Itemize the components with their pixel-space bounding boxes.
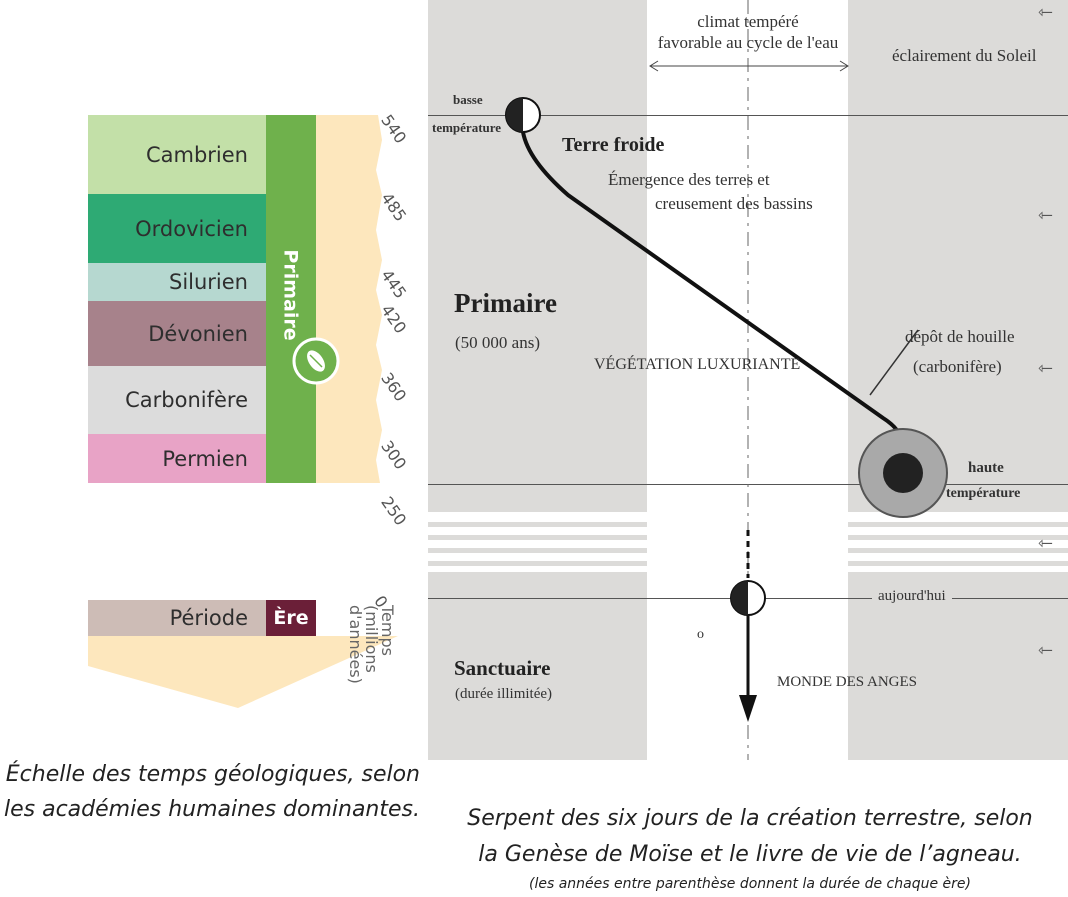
haute-label-2: température [946,486,1021,502]
basse-label-1: basse [453,92,483,107]
time-band [316,115,382,483]
primaire-title: Primaire [454,288,557,318]
period-devonien: Dévonien [88,301,266,366]
line-top [428,115,1068,116]
stripe [428,548,647,553]
period-silurien: Silurien [88,263,266,301]
period-label: Permien [162,446,248,471]
stripe [848,535,1068,540]
caption-right-2: la Genèse de Moïse et le livre de vie de… [478,842,1022,867]
era-label-text: Primaire [280,249,303,341]
legend-ere: Ère [266,600,316,636]
era-bar-primaire [266,115,316,483]
arrow-left-icon: ⇽ [1038,2,1054,23]
vegetation-label: VÉGÉTATION LUXURIANTE [594,356,801,373]
gray-column-left-lower [428,572,647,760]
diagram-drawing [505,0,948,760]
depot-label-2: (carbonifère) [913,357,1002,376]
climate-label-2: favorable au cycle de l'eau [657,33,839,52]
period-label: Silurien [168,270,248,294]
legend-ere-text: Ère [273,607,309,629]
stripe [428,561,647,566]
small-o: o [697,627,704,642]
caption-left-1: Échelle des temps géologiques, selon [5,762,420,787]
period-label: Cambrien [145,142,248,167]
eclairement-label: éclairement du Soleil [892,46,1037,65]
legend-band [88,636,398,708]
emergence-label-1: Émergence des terres et [608,170,770,189]
gray-column-right [848,0,1068,512]
era-label: Primaire [268,240,314,350]
stripe [428,535,647,540]
stripe [848,522,1068,527]
legend-temps-text: Temps (millions d'années) [346,605,397,684]
gray-column-left [428,0,647,512]
aujourdhui-label: aujourd'hui [872,588,952,605]
emergence-label-2: creusement des bassins [655,194,813,213]
climate-label-1: climat tempéré [697,12,799,31]
period-ordovicien: Ordovicien [88,194,266,263]
basse-label-2: température [432,120,502,135]
sanctuaire-title: Sanctuaire [454,656,551,680]
trilobite-icon [292,337,340,385]
arrow-left-icon: ⇽ [1038,640,1054,661]
sanctuaire-duration: (durée illimitée) [455,686,553,702]
period-permien: Permien [88,434,266,483]
period-cambrien: Cambrien [88,115,266,194]
depot-label-1: dépôt de houille [905,327,1015,346]
stripe [848,548,1068,553]
period-label: Dévonien [148,321,248,346]
arrow-left-icon: ⇽ [1038,205,1054,226]
terre-froide-label: Terre froide [562,134,665,156]
caption-right-note: (les années entre parenthèse donnent la … [529,876,971,892]
haute-label-1: haute [968,460,1004,476]
stripe [428,522,647,527]
period-carbonifere: Carbonifère [88,366,266,434]
monde-label: MONDE DES ANGES [777,674,918,690]
legend-periode-text: Période [169,606,248,630]
caption-left-2: les académies humaines dominantes. [4,797,420,822]
period-label: Ordovicien [135,216,248,241]
caption-right-1: Serpent des six jours de la création ter… [467,806,1033,831]
legend-periode: Période [88,600,266,636]
stripe [848,561,1068,566]
period-label: Carbonifère [125,388,248,412]
arrow-left-icon: ⇽ [1038,358,1054,379]
primaire-duration: (50 000 ans) [455,333,540,352]
arrow-left-icon: ⇽ [1038,533,1054,554]
